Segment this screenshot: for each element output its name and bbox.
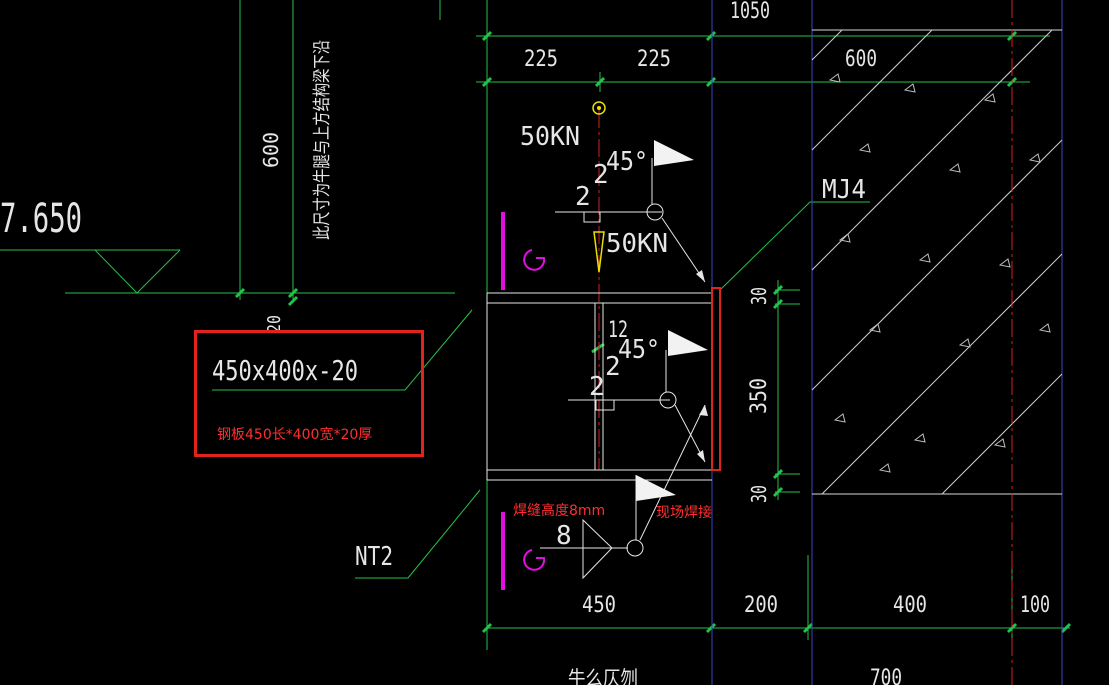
weld-2-mid-lower: 2: [589, 372, 605, 402]
plate-note: 钢板450长*400宽*20厚: [217, 427, 373, 443]
site-weld-note: 现场焊接: [656, 505, 712, 521]
steel-bracket: [486, 158, 712, 580]
plate-callout-box: [194, 330, 424, 457]
cad-texts: 1050 225 225 600 7.650 50KN 50KN 45° 45°…: [0, 0, 1050, 685]
dim-bot-400: 400: [893, 593, 927, 618]
weld-2-top-lower: 2: [575, 182, 591, 212]
weld-angle-top: 45°: [606, 147, 648, 177]
weld-height-note: 焊缝高度8mm: [513, 503, 606, 519]
embedded-plate: [711, 287, 721, 471]
footer-text: 牛么仄刎: [568, 666, 638, 685]
load-top-label: 50KN: [520, 122, 580, 152]
dim-top-225b: 225: [637, 47, 671, 72]
dim-right-350: 350: [747, 378, 772, 414]
dim-left-20: 20: [264, 315, 285, 333]
dim-right-30a: 30: [747, 287, 771, 305]
dim-top-225a: 225: [524, 47, 558, 72]
weld-2-mid: 2: [605, 352, 621, 382]
blue-grid-lines: [711, 0, 1063, 685]
dim-right-30b: 30: [747, 485, 771, 503]
tag-nt2: NT2: [355, 542, 393, 572]
dim-top-1050: 1050: [730, 0, 770, 24]
tag-mj4: MJ4: [822, 175, 866, 205]
section-cut-markers: [501, 212, 546, 590]
dim-bot-200: 200: [744, 593, 778, 618]
dim-top-600: 600: [845, 47, 877, 72]
leader-arrowheads: [696, 270, 708, 462]
load-symbol: [592, 101, 606, 273]
concrete-wall: [811, 29, 1063, 495]
weld-field-flags: [636, 140, 708, 501]
green-dimension-lines: [0, 0, 1070, 650]
weld-12-label: 12: [608, 318, 628, 343]
weld-2-top: 2: [593, 160, 609, 190]
red-center-lines: [598, 0, 1013, 685]
dim-bot-450: 450: [582, 593, 616, 618]
dim-bot-100: 100: [1020, 593, 1050, 618]
vertical-note: 此尺寸为牛腿与上方结构梁下沿: [312, 40, 333, 240]
weld-size-8: 8: [556, 521, 572, 551]
elevation-label: 7.650: [0, 196, 82, 242]
weld-angle-mid: 45°: [618, 335, 660, 365]
plate-spec: 450x400x-20: [212, 354, 358, 387]
dim-bot-700: 700: [870, 666, 902, 685]
load-mid-label: 50KN: [606, 229, 668, 259]
dim-left-600: 600: [259, 132, 283, 168]
